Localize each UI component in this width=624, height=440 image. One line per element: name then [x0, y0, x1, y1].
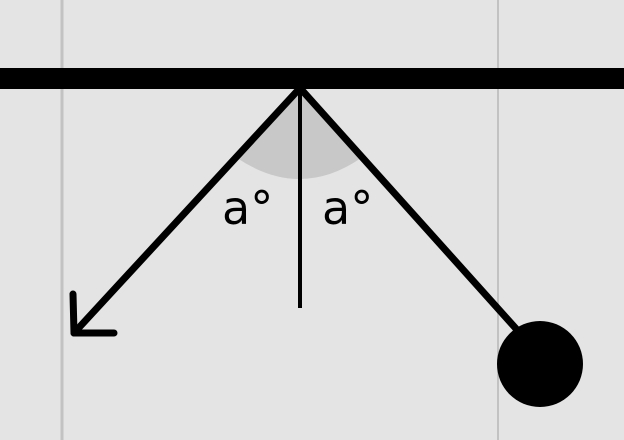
left-string-arrow: [70, 84, 304, 337]
ceiling-bar: [0, 68, 624, 89]
angle-left-label: a°: [222, 181, 273, 235]
angle-right-label: a°: [322, 181, 373, 235]
pendulum-bob: [497, 321, 583, 407]
arrow-head-icon: [69, 290, 118, 337]
right-string: [296, 84, 532, 346]
